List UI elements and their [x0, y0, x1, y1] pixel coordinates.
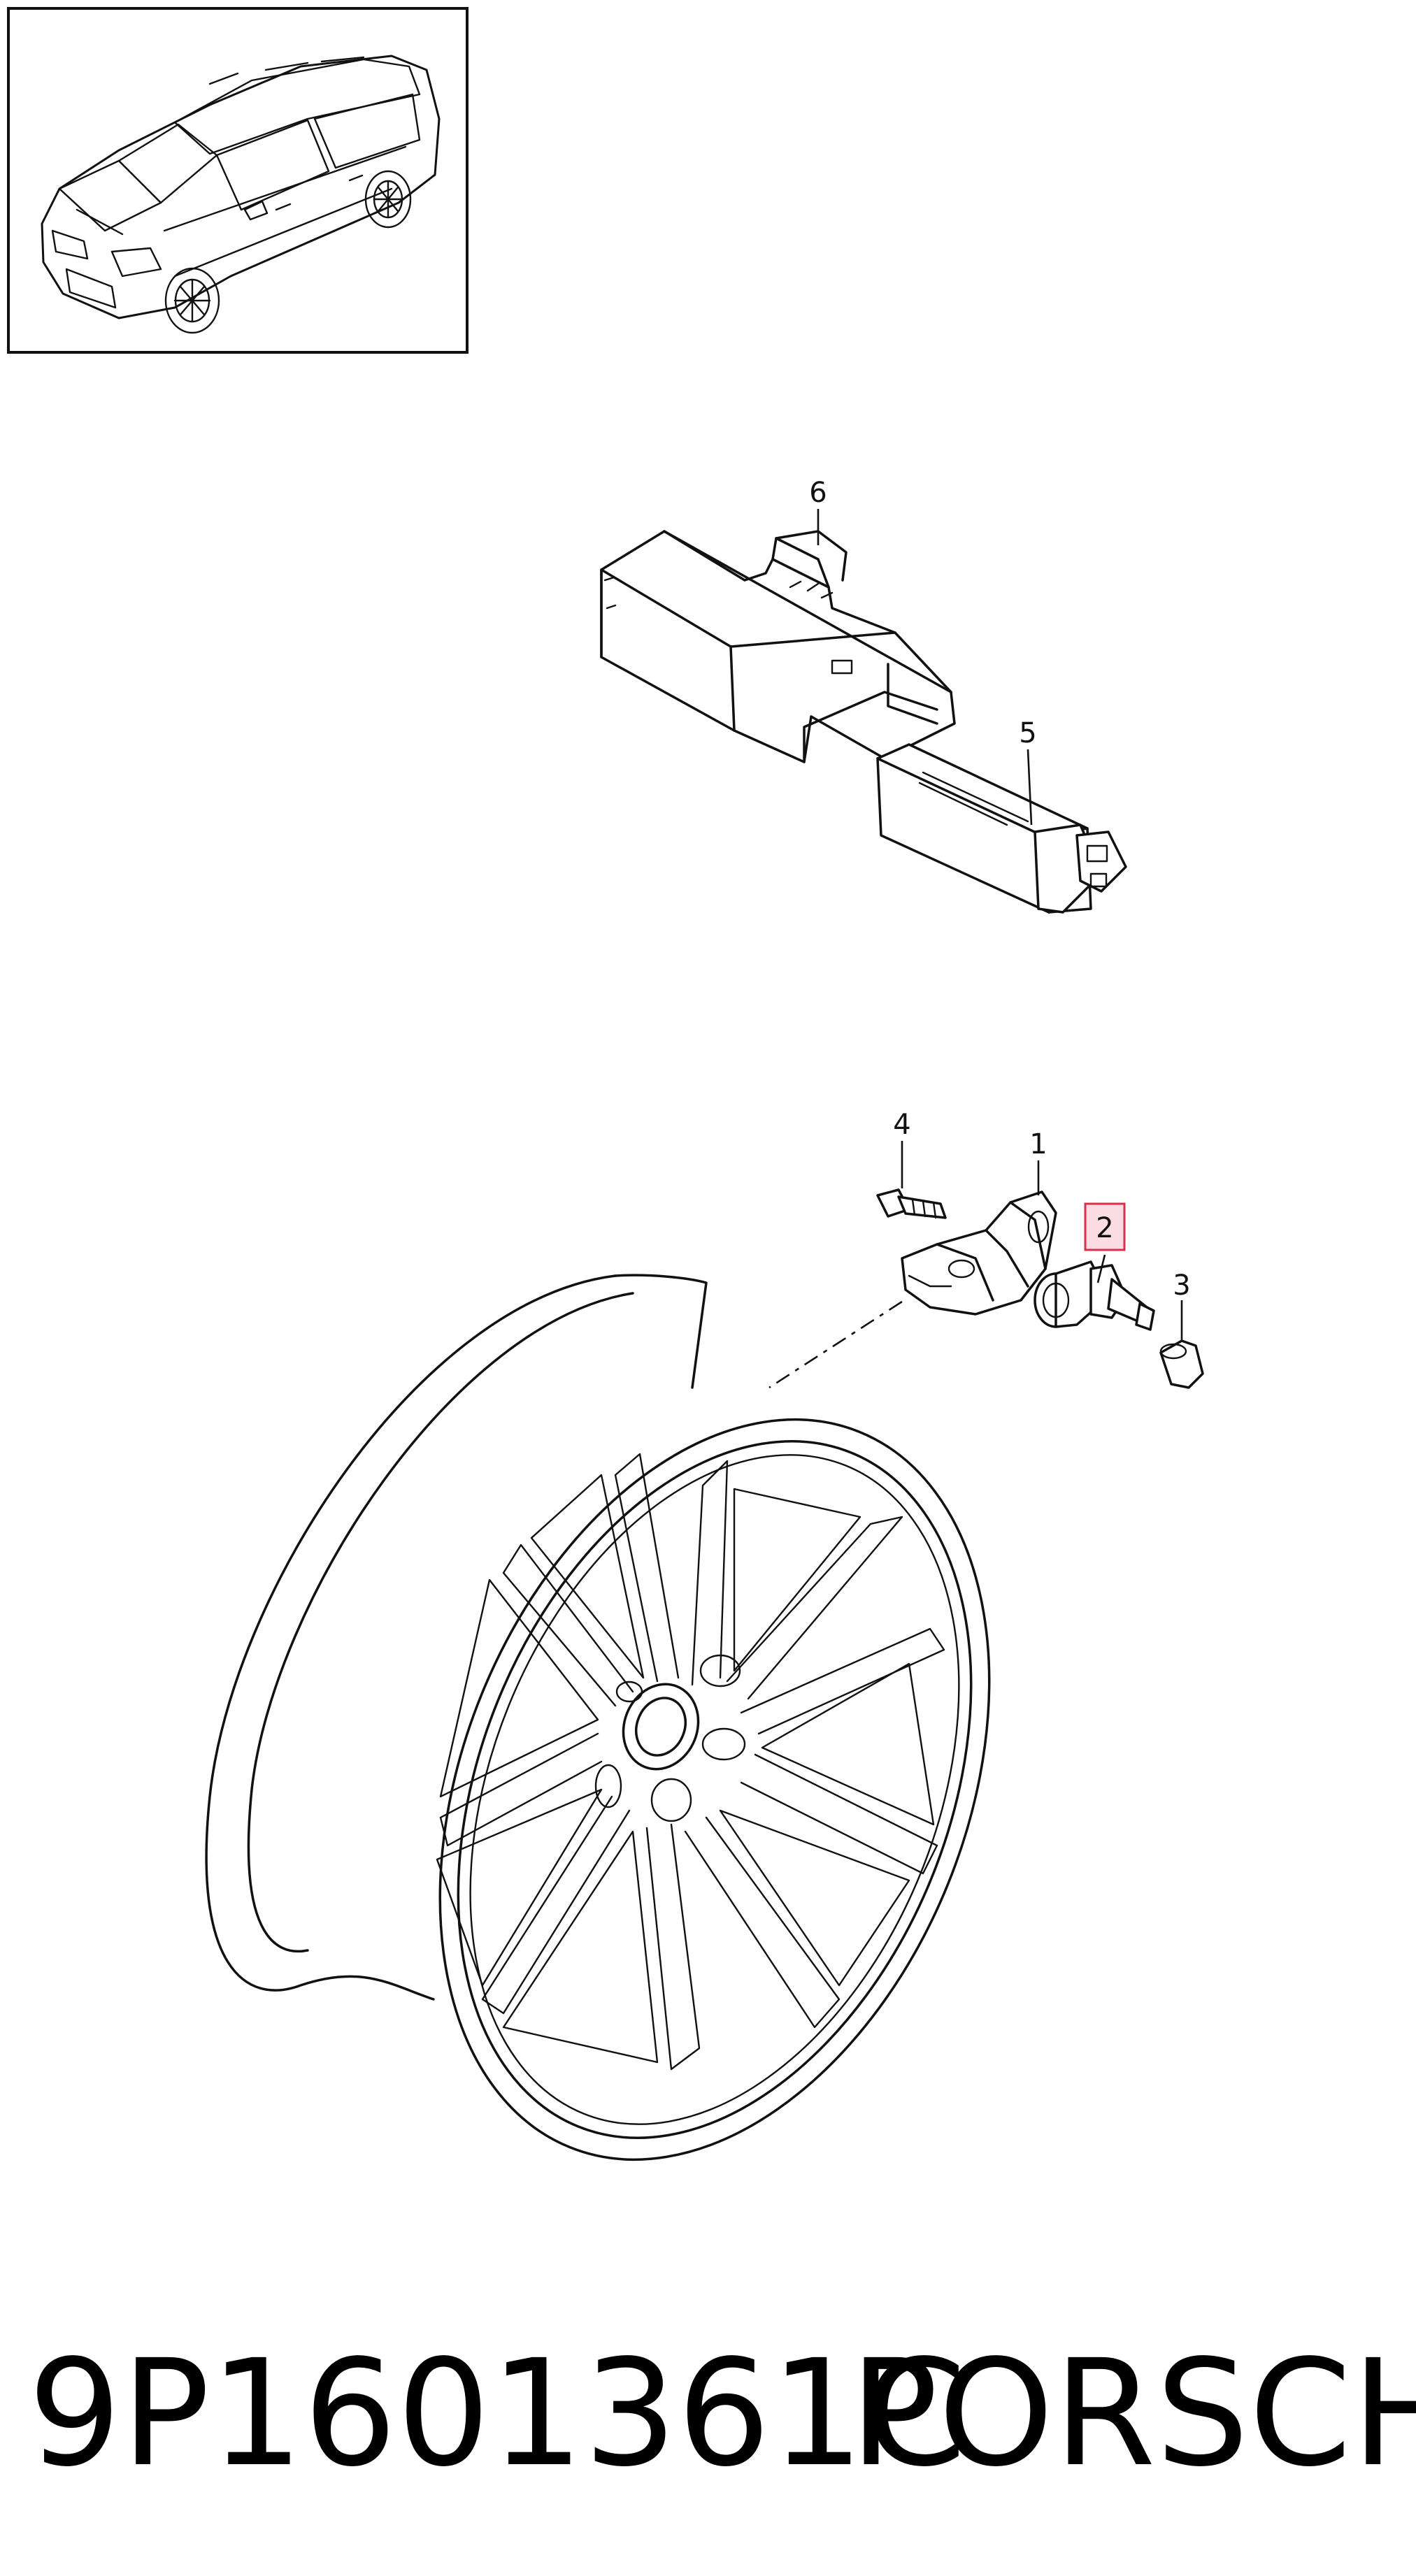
callout-3[interactable]: 3	[1173, 1269, 1190, 1302]
part-6-module-bracket	[600, 530, 956, 763]
vehicle-thumbnail	[7, 7, 469, 354]
callout-labels: 6 5 4 1 2 3	[809, 477, 1190, 1302]
callout-2[interactable]: 2	[1096, 1212, 1113, 1244]
suv-vehicle-icon	[41, 55, 441, 334]
part-1-tpms-sensor	[901, 1190, 1057, 1316]
assembly-axis	[768, 1300, 903, 1389]
part-3-valve-cap	[1159, 1339, 1204, 1389]
callout-5[interactable]: 5	[1019, 717, 1036, 749]
callout-6[interactable]: 6	[809, 477, 827, 509]
part-number: 9P1601361C	[28, 2328, 966, 2499]
alloy-wheel-icon	[205, 1274, 991, 2161]
brand-name: PORSCHE	[850, 2328, 1416, 2499]
callout-1[interactable]: 1	[1029, 1128, 1047, 1160]
part-4-screw	[876, 1188, 947, 1219]
callout-4[interactable]: 4	[893, 1109, 910, 1141]
part-5-sensor-module	[876, 743, 1127, 914]
callout-2-highlight	[1084, 1202, 1126, 1251]
part-2-valve-stem	[1034, 1260, 1155, 1331]
